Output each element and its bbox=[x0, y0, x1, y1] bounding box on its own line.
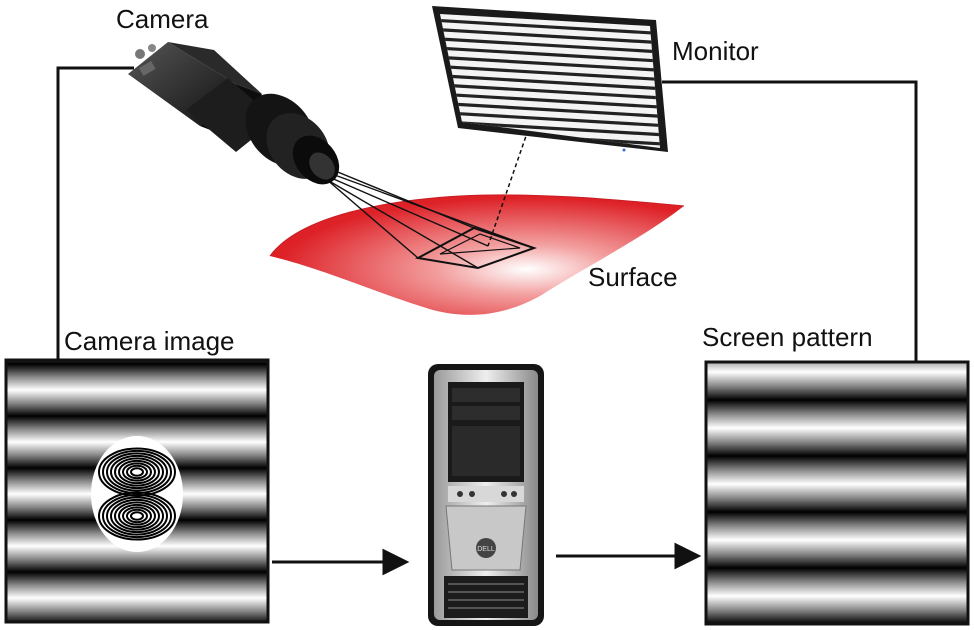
svg-text:DELL: DELL bbox=[477, 546, 495, 553]
flow-arrows bbox=[272, 542, 702, 576]
surface-label: Surface bbox=[588, 262, 678, 292]
screen-pattern-label: Screen pattern bbox=[702, 322, 873, 352]
camera-label: Camera bbox=[116, 4, 209, 34]
camera-to-image-line bbox=[56, 66, 134, 360]
interference-rings bbox=[91, 436, 183, 552]
camera-image-panel bbox=[4, 358, 270, 624]
arrow-to-computer-icon bbox=[382, 548, 410, 576]
surface bbox=[269, 194, 685, 315]
camera-image-label: Camera image bbox=[64, 326, 235, 356]
screen-pattern-panel bbox=[704, 360, 970, 626]
arrow-to-screen-icon bbox=[674, 542, 702, 570]
monitor-label: Monitor bbox=[672, 36, 759, 66]
connection-lines bbox=[56, 66, 918, 362]
tower-pc-icon: DELL bbox=[428, 364, 544, 626]
monitor-icon bbox=[432, 6, 668, 152]
camera-rays bbox=[317, 167, 535, 269]
industrial-camera-icon bbox=[128, 42, 340, 185]
monitor-to-screen-line bbox=[662, 80, 918, 362]
